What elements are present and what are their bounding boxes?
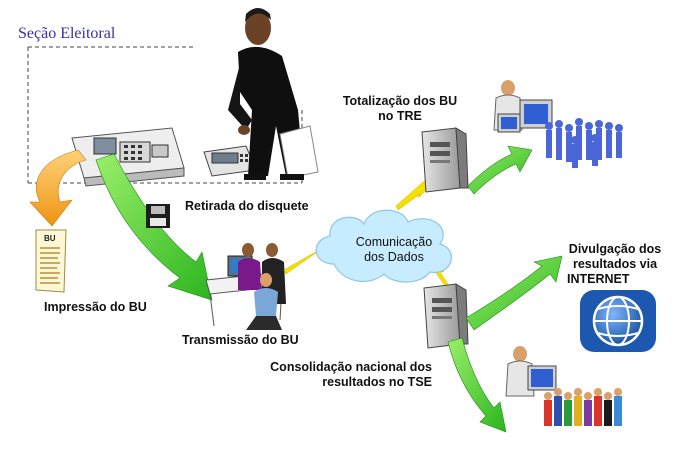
label-transmissao: Transmissão do BU: [182, 333, 299, 347]
label-divulgacao-line3: INTERNET: [567, 272, 630, 286]
person-at-computer-icon-tse: [505, 346, 557, 397]
section-title: Seção Eleitoral: [18, 25, 116, 42]
label-consolidacao-line2: resultados no TSE: [322, 375, 432, 389]
label-comunicacao-line1: Comunicação: [355, 235, 433, 249]
cloud-icon: [315, 209, 452, 283]
floppy-disk-icon: [146, 204, 170, 228]
people-crowd-icon-tre: [545, 118, 623, 168]
flow-arrow-tse-results: [447, 337, 507, 433]
print-arrow: [29, 149, 87, 227]
document-header: BU: [44, 234, 56, 243]
label-divulgacao-line1: Divulgação dos: [568, 242, 662, 256]
voting-machine-icon: [71, 127, 185, 187]
label-totalizacao-line1: Totalização dos BU: [342, 94, 458, 108]
label-consolidacao-line1: Consolidação nacional dos: [270, 360, 432, 374]
flow-arrow-tre-results: [467, 145, 533, 195]
person-at-computer-icon-tre: [493, 80, 553, 133]
server-tower-icon-tse: [423, 283, 469, 349]
label-consolidacao: Consolidação nacional dos resultados no …: [246, 360, 432, 390]
poll-terminal-icon: [203, 145, 257, 177]
printed-report-icon: BU: [35, 229, 67, 293]
globe-icon: [580, 290, 656, 352]
label-comunicacao-line2: dos Dados: [364, 250, 424, 264]
label-divulgacao-line2: resultados via: [572, 257, 658, 271]
label-impressao: Impressão do BU: [44, 300, 147, 314]
label-totalizacao-line2: no TRE: [378, 109, 422, 123]
label-comunicacao: Comunicação dos Dados: [344, 235, 444, 265]
operator-workstation-icon: [205, 243, 286, 330]
server-tower-icon-tre: [421, 127, 469, 193]
flow-arrow-internet: [465, 255, 563, 331]
election-official-figure: [228, 8, 319, 180]
label-retirada: Retirada do disquete: [185, 199, 309, 213]
label-totalizacao: Totalização dos BU no TRE: [330, 94, 470, 124]
people-crowd-icon-tse: [544, 388, 622, 426]
label-divulgacao: Divulgação dos resultados via INTERNET: [550, 242, 680, 287]
